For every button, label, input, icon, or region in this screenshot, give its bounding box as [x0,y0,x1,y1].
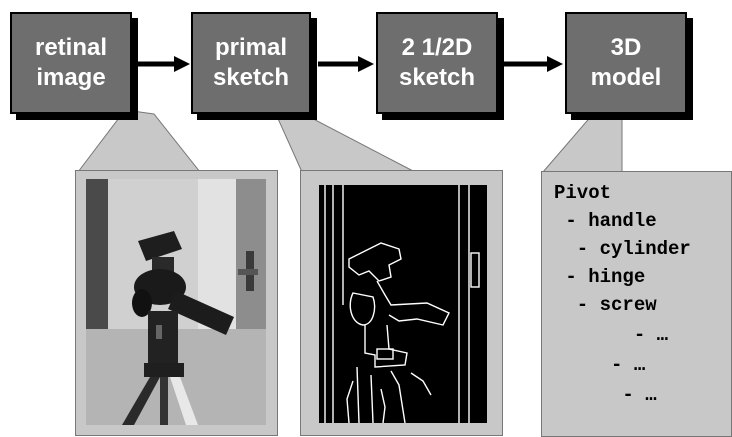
stage-box-3d-model: 3D model [565,12,687,114]
stage-label-line2: sketch [212,64,290,91]
callout-pointer-primal [274,111,416,173]
stage-label-line2: sketch [398,64,476,91]
model-tree-item: - screw [554,294,657,316]
model-tree-item: - hinge [554,266,646,288]
model-tree-item: - cylinder [554,238,691,260]
edge-map-icon [319,185,487,423]
stage-box-2-5d-sketch: 2 1/2D sketch [376,12,498,114]
flow-arrow-1 [138,56,190,72]
callout-pointer-retinal [76,109,202,173]
callout-primal-sketch [300,170,503,436]
stage-label-line1: 2 1/2D [401,34,473,61]
callout-3d-model-tree: Pivot - handle - cylinder - hinge - scre… [541,171,732,437]
stage-label-line1: primal [214,34,288,61]
stage-box-primal-sketch: primal sketch [191,12,311,114]
camera-pivot-photo-icon [86,179,266,425]
model-tree-item: - … [554,384,657,406]
model-tree-item: - … [554,324,669,346]
stage-label-line2: model [590,64,662,91]
model-tree-root: Pivot [554,182,612,204]
flow-arrow-3 [504,56,563,72]
stage-label-line1: 3D [610,34,642,61]
flow-arrow-2 [318,56,374,72]
callout-retinal-image [75,170,278,436]
model-tree-item: - handle [554,210,657,232]
callout-pointer-3d [541,113,623,173]
stage-label-line2: image [36,64,106,91]
model-tree-item: - … [554,354,646,376]
stage-label-line1: retinal [34,34,108,61]
stage-box-retinal-image: retinal image [10,12,132,114]
